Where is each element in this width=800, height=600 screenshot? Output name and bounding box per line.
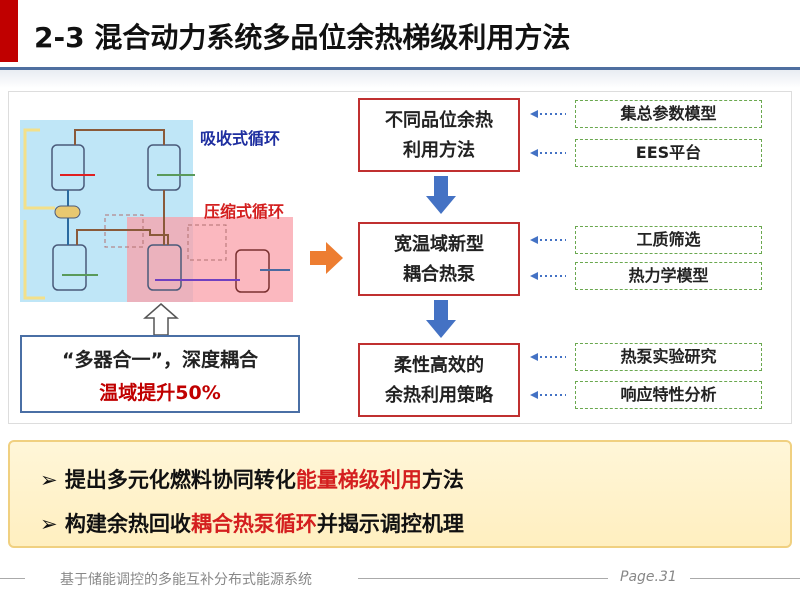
input-box: 响应特性分析 [575, 381, 762, 409]
title-divider [0, 67, 800, 70]
footer-divider [0, 578, 25, 579]
compression-cycle-label: 压缩式循环 [204, 202, 285, 221]
footer: 基于储能调控的多能互补分布式能源系统 Page.31 [0, 566, 800, 590]
dotted-arrow-icon [530, 236, 566, 244]
claim-line-2: 温域提升50% [99, 382, 221, 404]
bullet-highlight: 耦合热泵循环 [190, 512, 317, 536]
heat-pump-schematic [23, 128, 290, 300]
flow-step-3-line1: 柔性高效的 [394, 355, 484, 376]
flow-step-1: 不同品位余热 利用方法 [358, 98, 520, 172]
bullet-text: 构建余热回收 [64, 512, 191, 536]
bullet-marker: ➢ [40, 468, 58, 492]
input-box: 集总参数模型 [575, 100, 762, 128]
dotted-arrow-icon [530, 391, 566, 399]
down-arrow-icon [426, 300, 456, 338]
page-number: Page.31 [620, 569, 677, 585]
title-shadow [0, 70, 800, 88]
input-box: 工质筛选 [575, 226, 762, 254]
flow-step-1-line2: 利用方法 [403, 140, 475, 161]
down-arrow-icon [426, 176, 456, 214]
summary-bullet-1: ➢ 提出多元化燃料协同转化能量梯级利用方法 [40, 464, 464, 494]
input-box: EES平台 [575, 139, 762, 167]
flow-step-3: 柔性高效的 余热利用策略 [358, 343, 520, 417]
bullet-text: 方法 [421, 468, 464, 492]
footer-text: 基于储能调控的多能互补分布式能源系统 [60, 572, 312, 588]
footer-divider [690, 578, 800, 579]
input-box: 热泵实验研究 [575, 343, 762, 371]
claim-box: “多器合一”，深度耦合 温域提升50% [20, 335, 300, 413]
flow-step-3-line2: 余热利用策略 [385, 385, 493, 406]
generator-unit [51, 144, 85, 191]
dotted-arrow-icon [530, 353, 566, 361]
condenser-unit [147, 144, 181, 191]
flow-step-2: 宽温域新型 耦合热泵 [358, 222, 520, 296]
flow-step-2-line1: 宽温域新型 [394, 234, 484, 255]
dotted-arrow-icon [530, 272, 566, 280]
compression-cycle-region [127, 217, 293, 302]
dotted-arrow-icon [530, 149, 566, 157]
summary-box: ➢ 提出多元化燃料协同转化能量梯级利用方法 ➢ 构建余热回收耦合热泵循环并揭示调… [8, 440, 792, 548]
bullet-highlight: 能量梯级利用 [295, 468, 422, 492]
flow-step-1-line1: 不同品位余热 [385, 110, 493, 131]
title-accent-bar [0, 0, 18, 62]
bullet-text: 并揭示调控机理 [316, 512, 464, 536]
absorber-unit [52, 244, 87, 291]
flow-step-2-line2: 耦合热泵 [403, 264, 475, 285]
right-arrow-icon [310, 242, 343, 274]
absorption-cycle-label: 吸收式循环 [200, 129, 281, 148]
summary-bullet-2: ➢ 构建余热回收耦合热泵循环并揭示调控机理 [40, 508, 464, 538]
up-arrow-icon [143, 303, 179, 336]
evaporator-unit [147, 244, 182, 291]
bullet-marker: ➢ [40, 512, 58, 536]
footer-divider [358, 578, 608, 579]
claim-line-1: “多器合一”，深度耦合 [62, 349, 258, 371]
slide-title: 2-3 混合动力系统多品位余热梯级利用方法 [34, 21, 571, 54]
input-box: 热力学模型 [575, 262, 762, 290]
bullet-text: 提出多元化燃料协同转化 [64, 468, 296, 492]
dotted-arrow-icon [530, 110, 566, 118]
